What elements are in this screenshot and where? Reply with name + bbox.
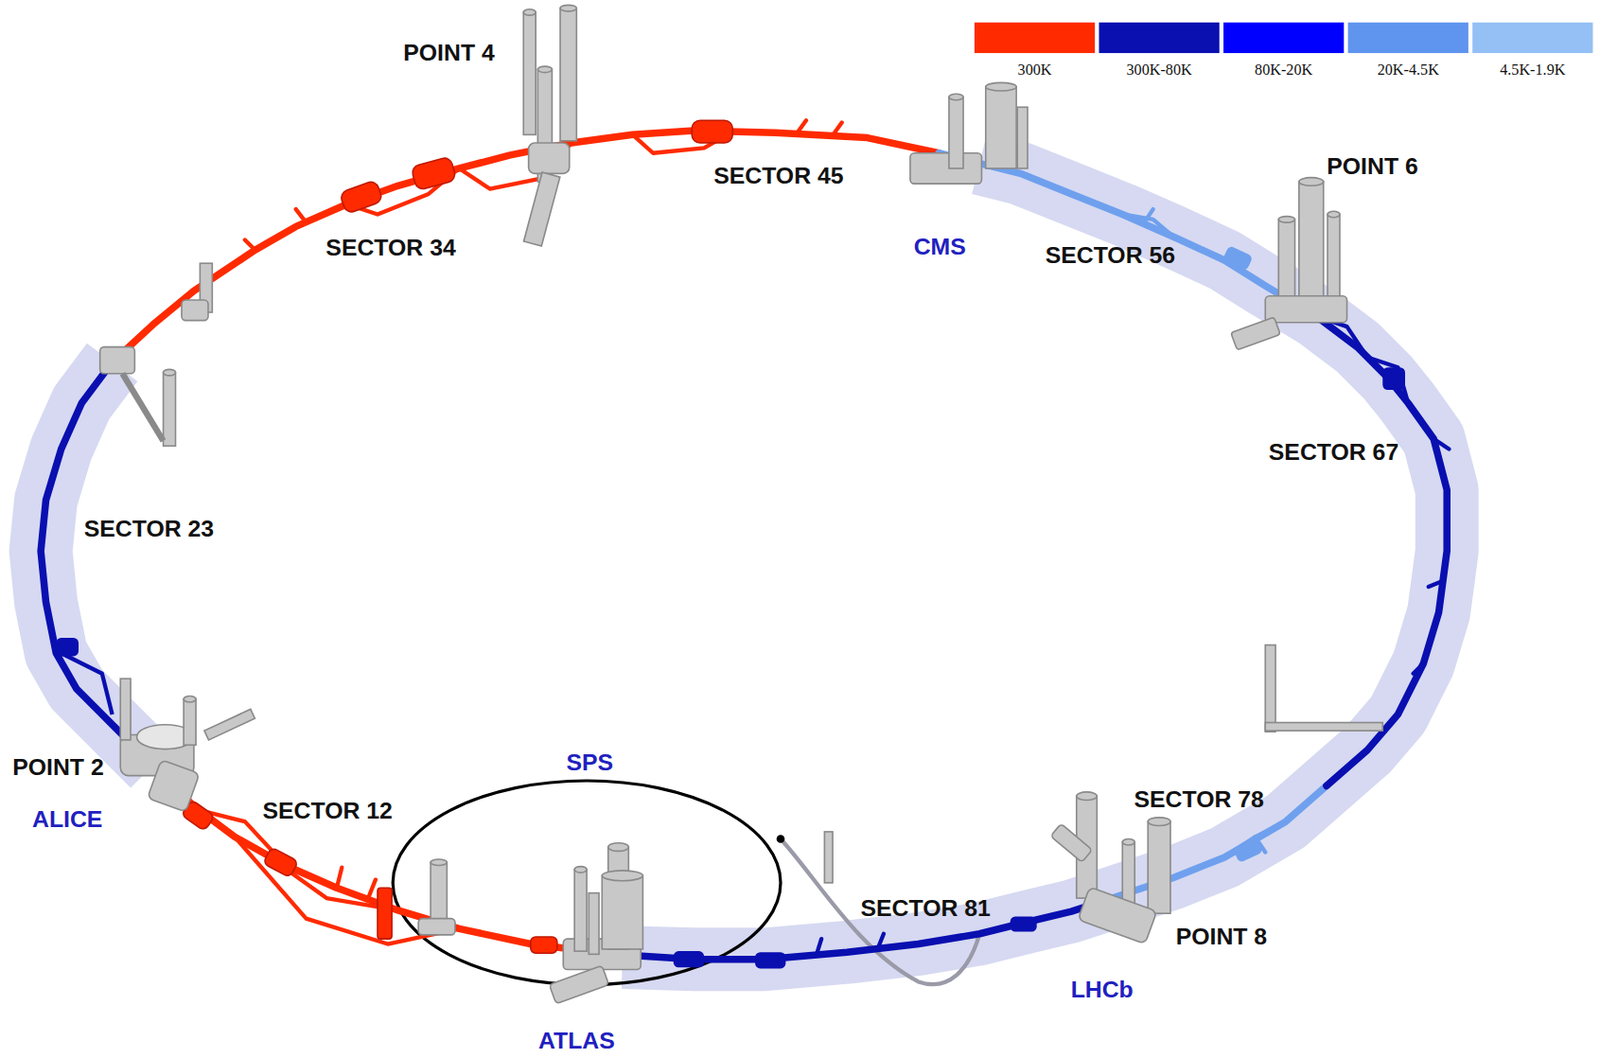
legend-text: 80K-20K [1254,61,1313,79]
legend-text: 4.5K-1.9K [1499,61,1565,79]
location-label: SECTOR 34 [325,234,456,263]
experiment-label: LHCb [1071,976,1134,1004]
legend-text: 20K-4.5K [1377,61,1440,79]
experiment-label: ATLAS [538,1026,616,1055]
location-label: SECTOR 78 [1133,785,1264,813]
legend-swatch [1348,22,1469,53]
location-label: POINT 8 [1176,922,1267,950]
location-label: SECTOR 56 [1045,241,1176,269]
legend-text: 300K-80K [1126,61,1193,79]
location-label: POINT 4 [403,39,494,68]
legend-swatch [974,22,1095,53]
legend-text: 300K [1018,61,1053,79]
location-label: SECTOR 81 [860,894,990,922]
experiment-label: SPS [566,748,615,776]
legend-swatch [1223,22,1344,53]
experiment-label: ALICE [32,805,103,833]
location-label: SECTOR 45 [713,161,844,190]
experiment-label: CMS [914,232,967,261]
location-label: POINT 2 [12,753,104,781]
legend-swatch [1472,22,1593,53]
location-label: SECTOR 23 [84,514,214,543]
location-label: POINT 6 [1326,152,1418,180]
legend-swatch [1098,22,1219,53]
location-label: SECTOR 67 [1268,438,1399,466]
location-label: SECTOR 12 [262,797,392,826]
